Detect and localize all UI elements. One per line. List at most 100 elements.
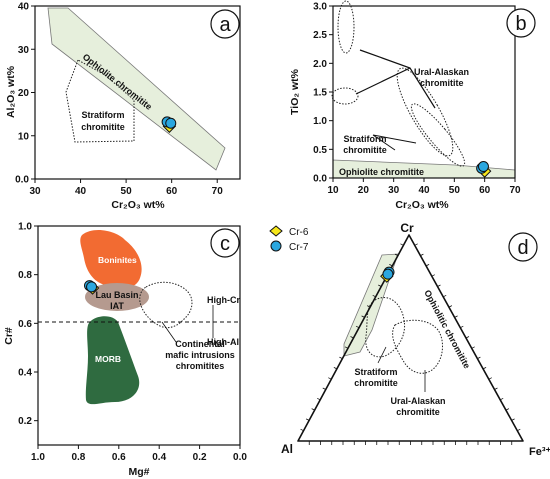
y-axis-label-b: TiO₂ wt% (289, 68, 301, 115)
x-tick-label: 40 (418, 185, 430, 196)
label-ural-d-line2: chromitite (396, 407, 440, 417)
label-morb: MORB (95, 354, 121, 364)
label-ophiolitic-d: Ophiolitic chromitite (422, 288, 472, 370)
y-tick-label: 0.5 (313, 145, 327, 156)
x-tick-label: 30 (388, 185, 400, 196)
panel-c-badge (210, 228, 240, 258)
data-point-cr7 (86, 281, 98, 293)
y-axis-label-a: Al₂O₃ wt% (5, 65, 17, 118)
x-tick-label: 0.8 (71, 452, 85, 463)
stratiform-ellipse-b (410, 103, 466, 167)
label-stratiform-b-line1: Stratiform (343, 134, 386, 144)
x-tick-label: 20 (358, 185, 370, 196)
ternary-triangle (297, 234, 524, 442)
leader-stratiform-d (377, 346, 387, 364)
label-ural-b-line1: Ural-Alaskan (414, 67, 469, 77)
y-tick-label: 1.0 (18, 222, 32, 233)
label-stratiform-d-line2: chromitite (354, 378, 398, 388)
y-tick-label: 0.0 (313, 174, 327, 185)
legend-cr6-marker (269, 225, 283, 237)
y-tick-label: 3.0 (313, 2, 327, 13)
ural-ellipse-top (337, 0, 355, 54)
x-tick-label: 1.0 (31, 452, 45, 463)
label-stratiform-a-line2: chromitite (81, 122, 125, 132)
legend-cr7-label: Cr-7 (289, 242, 309, 253)
label-continental-line1: Continental (175, 339, 225, 349)
leader-stratiform-b (372, 134, 417, 151)
y-tick-label: 1.5 (313, 88, 327, 99)
lau-basin-field (85, 283, 149, 311)
x-tick-label: 30 (29, 186, 41, 197)
y-tick-label: 0.4 (18, 368, 32, 379)
boninites-field (80, 230, 142, 289)
stratiform-field-d (365, 297, 406, 358)
y-tick-label: 30 (18, 45, 30, 56)
x-tick-label: 0.4 (152, 452, 166, 463)
x-tick-label: 60 (479, 185, 491, 196)
y-tick-label: 0.6 (18, 319, 32, 330)
x-tick-label: 70 (509, 185, 521, 196)
vertex-cr: Cr (400, 221, 414, 235)
panel-b-letter: b (515, 13, 526, 35)
label-high-al: High-Al (207, 337, 239, 347)
label-continental-line3: chromitites (176, 361, 225, 371)
legend-cr7-marker (270, 240, 282, 252)
y-tick-label: 2.0 (313, 59, 327, 70)
x-tick-label: 10 (327, 185, 339, 196)
x-tick-label: 0.2 (193, 452, 207, 463)
legend: Cr-6 Cr-7 (269, 225, 309, 253)
y-tick-label: 0.0 (15, 175, 29, 186)
panel-c-letter: c (220, 233, 230, 255)
ophiolite-field-a (47, 7, 226, 171)
frame-c (37, 225, 241, 446)
x-axis-label-c: Mg# (129, 466, 150, 478)
label-stratiform-b-line2: chromitite (343, 145, 387, 155)
panel-d-badge (508, 232, 538, 262)
label-boninites: Boninites (98, 255, 137, 265)
label-lau-basin-line1: Lau Basin (95, 290, 138, 300)
panel-d: Ophiolitic chromitite Stratiform chromit… (281, 221, 550, 458)
vertex-fe3: Fe³⁺ (529, 446, 550, 458)
continental-mafic-field (139, 281, 193, 329)
data-point-cr7 (382, 268, 394, 280)
y-tick-label: 10 (18, 131, 30, 142)
x-axis-label-b: Cr₂O₃ wt% (395, 199, 449, 211)
legend-cr6-label: Cr-6 (289, 227, 309, 238)
panel-b-badge (506, 8, 536, 38)
y-tick-label: 40 (18, 2, 30, 13)
x-tick-label: 0.0 (233, 452, 247, 463)
panel-a-badge (210, 9, 240, 39)
ural-alaskan-field-d (392, 319, 444, 374)
panel-a-letter: a (219, 14, 231, 36)
y-tick-label: 20 (18, 88, 30, 99)
label-ophiolite-b: Ophiolite chromitite (339, 167, 424, 177)
label-lau-basin-line2: IAT (110, 301, 124, 311)
label-high-cr: High-Cr (207, 295, 240, 305)
data-point-cr7 (165, 117, 177, 129)
leader-continental (161, 321, 177, 343)
x-tick-label: 60 (166, 186, 178, 197)
label-continental-line2: mafic intrusions (165, 350, 235, 360)
y-tick-label: 2.5 (313, 30, 327, 41)
label-ural-d-line1: Ural-Alaskan (390, 396, 445, 406)
leader-ural (355, 49, 436, 109)
x-tick-label: 70 (212, 186, 224, 197)
x-tick-label: 50 (449, 185, 461, 196)
y-tick-label: 0.2 (18, 416, 32, 427)
panel-b: 10 20 30 40 50 60 70 0.0 0.5 1.0 1.5 2.0 2.5 3.0 Ural… (289, 0, 536, 211)
x-tick-label: 50 (121, 186, 133, 197)
panel-d-letter: d (517, 237, 528, 259)
data-point-cr7 (477, 161, 489, 173)
y-axis-label-c: Cr# (3, 327, 15, 345)
morb-field (85, 316, 140, 405)
y-tick-label: 1.0 (313, 116, 327, 127)
x-axis-label-a: Cr₂O₃ wt% (111, 199, 165, 211)
y-tick-label: 0.8 (18, 270, 32, 281)
ural-ellipse-long (396, 67, 454, 157)
label-stratiform-d-line1: Stratiform (354, 367, 397, 377)
stratiform-field-a (65, 59, 135, 143)
label-stratiform-a-line1: Stratiform (81, 110, 124, 120)
